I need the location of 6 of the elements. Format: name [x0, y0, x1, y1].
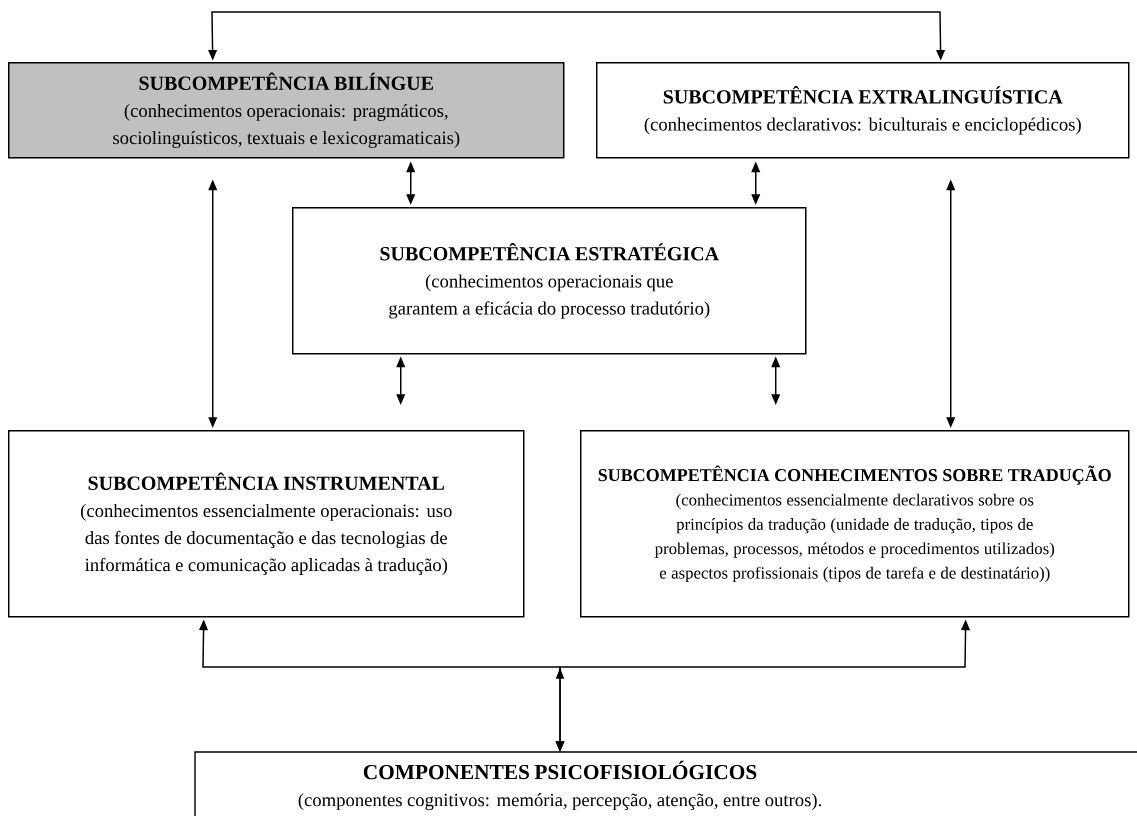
text-box: SUBCOMPETÊNCIA INSTRUMENTAL (conhecimentos essencialmente operacionais: uso das fontes de documentação e das tecnologias de informática e comunicação aplicadas à tradução): [8, 430, 525, 618]
text-box: SUBCOMPETÊNCIA ESTRATÉGICA (conhecimentos operacionais que garantem a eficácia do processo tradutório): [292, 207, 807, 355]
text-box: COMPONENTES PSICOFISIOLÓGICOS (componentes cognitivos: memória, percepção, atenção, entre outros).: [194, 751, 1137, 816]
text-box: SUBCOMPETÊNCIA BILÍNGUE (conhecimentos operacionais: pragmáticos, sociolinguísticos, textuais e lexicogramaticais): [8, 62, 565, 159]
text-box: SUBCOMPETÊNCIA CONHECIMENTOS SOBRE TRADUÇÃO (conhecimentos essencialmente declarativos sobre os princípios da tradução (unidade de tradução, tipos de problemas, processos, métodos e procedimentos utilizados) e aspectos profissionais (tipos de tarefa e de destinatário)): [580, 430, 1130, 618]
text-box: SUBCOMPETÊNCIA EXTRALINGUÍSTICA (conhecimentos declarativos: biculturais e enciclopédicos): [596, 62, 1130, 159]
